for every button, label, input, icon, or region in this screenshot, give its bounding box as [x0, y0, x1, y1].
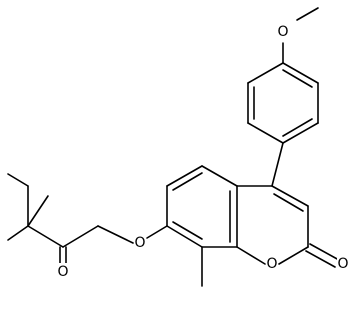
- bond-c7-c8-inner: [172, 221, 203, 240]
- atom-label-ring-oxygen: O: [266, 256, 277, 272]
- bond-oether-ch2: [97, 225, 134, 244]
- bond-c4-c3: [271, 185, 309, 207]
- bond-c7-c8: [166, 225, 203, 248]
- bond-c5-c6: [166, 165, 203, 187]
- bond-cq-me3: [27, 195, 49, 227]
- bond-phenyl-coumarin: [271, 142, 284, 187]
- bond-c2-o1: [278, 246, 309, 265]
- bond-co-cq: [27, 225, 64, 248]
- bond-phenyl-4: [247, 122, 284, 144]
- bond-methyl-methoxy: [296, 7, 319, 21]
- bond-ch2-co: [62, 225, 99, 248]
- bond-cq-me3b: [7, 173, 29, 187]
- atom-label-ketone-oxygen: O: [57, 264, 68, 280]
- bond-phenyl-inner-1: [282, 69, 313, 88]
- atom-label-lactone-carbonyl-oxygen: O: [337, 256, 348, 272]
- bond-c3-c4-double: [273, 193, 304, 212]
- atom-labels: O O O O O: [57, 23, 349, 281]
- bond-c7-oether: [146, 225, 168, 239]
- bond-c4a-c5: [201, 165, 238, 187]
- bond-phenyl-1: [282, 62, 319, 84]
- bond-cq-me1: [7, 225, 29, 241]
- bond-c2-oxo-a: [305, 250, 336, 268]
- atom-label-ether-oxygen: O: [134, 235, 145, 251]
- bond-phenyl-inner-2: [282, 118, 313, 137]
- atom-label-methoxy-oxygen: O: [277, 24, 288, 40]
- bonds: [7, 7, 340, 287]
- bond-c5-c6-inner: [172, 172, 203, 191]
- bond-phenyl-3: [282, 122, 319, 144]
- bond-o1-c8a: [236, 246, 266, 265]
- bond-phenyl-6: [247, 62, 284, 84]
- bond-c2-oxo-b: [309, 243, 340, 261]
